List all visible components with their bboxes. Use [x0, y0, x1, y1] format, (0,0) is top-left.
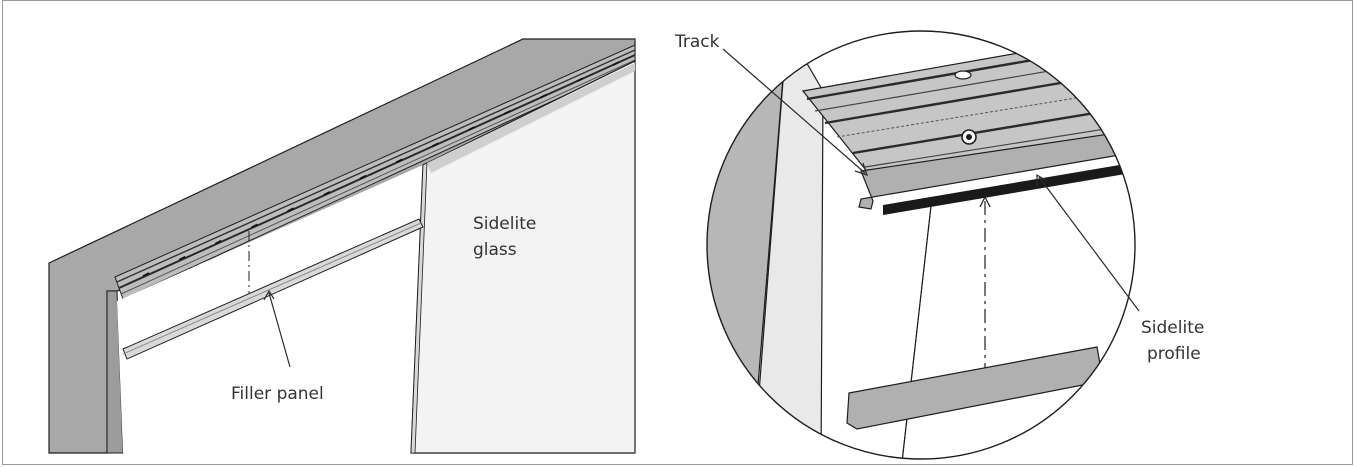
left-track-dash — [214, 239, 222, 245]
left-track-dash — [395, 158, 403, 164]
detail-alignment-arrowhead — [979, 195, 991, 208]
left-track-dash — [251, 223, 258, 229]
sidelite-glass-edge — [410, 162, 428, 454]
left-track-groove-2 — [118, 54, 636, 289]
filler-panel-bar — [122, 218, 424, 360]
left-track-dash — [359, 174, 367, 180]
opening — [117, 165, 423, 453]
detail-sidelite-profile-strip — [883, 161, 1135, 215]
left-track-dash — [576, 77, 584, 82]
profile-leader-arrowhead — [1036, 173, 1048, 187]
label-sidelite-glass-2: glass — [473, 240, 517, 260]
detail-track-lip — [858, 128, 1135, 210]
filler-panel-bar-edge — [122, 222, 422, 355]
left-track-dash — [612, 61, 620, 66]
filler-panel-arrowhead — [263, 289, 275, 301]
left-track-dash — [504, 109, 511, 115]
track-leader-arrowhead — [854, 162, 868, 176]
profile-leader — [1038, 176, 1140, 312]
left-track-dash — [431, 142, 439, 147]
glass-top-shadow — [427, 63, 635, 173]
label-filler-panel: Filler panel — [231, 384, 324, 404]
detail-glass-edge — [900, 205, 932, 459]
label-sidelite-profile-1: Sidelite — [1141, 318, 1204, 338]
left-track-dash — [178, 256, 186, 261]
detail-track-groove-5 — [864, 122, 1135, 168]
left-track-dash — [287, 207, 294, 212]
left-track-dash — [323, 191, 331, 196]
left-track-groove-3 — [120, 59, 636, 295]
detail-filler-bar — [846, 346, 1104, 430]
label-sidelite-glass-1: Sidelite — [473, 214, 536, 234]
detail-screw-2-center — [966, 134, 972, 140]
label-sidelite-profile-2: profile — [1147, 344, 1201, 364]
detail-jamb-face — [750, 31, 824, 459]
detail-screw-1 — [954, 70, 972, 80]
left-track-dash — [540, 93, 548, 99]
left-track-dash — [468, 126, 475, 131]
left-track-dashes — [142, 61, 620, 277]
detail-track-dotted — [836, 86, 1135, 138]
left-track-groove-1 — [116, 49, 636, 283]
installation-diagram: Filler panel Sidelite glass — [48, 30, 1204, 460]
filler-panel-leader — [268, 292, 291, 368]
detail-circle — [706, 30, 1136, 460]
left-track-dash — [142, 272, 150, 277]
label-track: Track — [674, 32, 720, 52]
left-figure: Filler panel Sidelite glass — [48, 38, 636, 454]
track-leader — [722, 48, 866, 174]
detail-sidelite-glass — [900, 168, 1135, 459]
